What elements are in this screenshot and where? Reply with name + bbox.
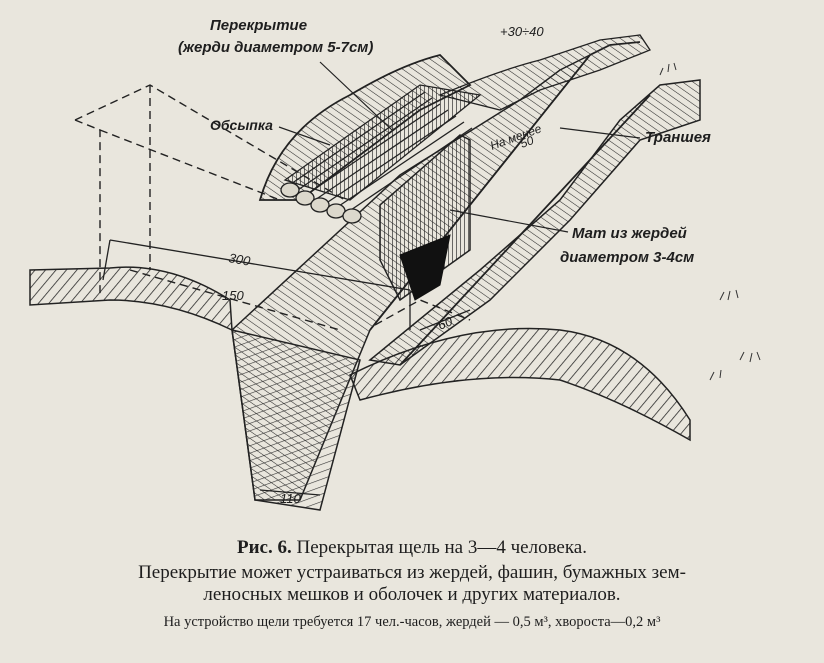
label-length: 300 (227, 250, 252, 269)
label-left-width: 150 (222, 288, 244, 303)
roof-logs (280, 84, 482, 224)
caption-title: Рис. 6. Перекрытая щель на 3—4 человека. (0, 537, 824, 559)
caption-line-2b: леносных мешков и оболочек и других мате… (203, 584, 621, 605)
grass-tufts (659, 62, 761, 381)
leader-lines (278, 61, 641, 233)
figure-number: Рис. 6. (237, 537, 292, 558)
mat-shadow (399, 234, 451, 301)
label-top-range: +30÷40 (500, 24, 544, 39)
label-roof-line1: Перекрытие (210, 17, 307, 34)
label-width: 60 (436, 313, 456, 333)
caption-requirements: На устройство щели требуется 17 чел.-час… (163, 614, 661, 630)
label-min-value: 50 (518, 133, 536, 151)
trench-diagram: Перекрытие (жерди диаметром 5-7см) Обсып… (29, 17, 761, 511)
dashed-outline (74, 84, 471, 331)
trench-right-bank (368, 79, 701, 366)
figure-title: Перекрытая щель на 3—4 человека. (296, 537, 588, 558)
trench-cross-section (231, 329, 361, 511)
label-mat-line2: диаметром 3-4см (560, 249, 694, 266)
label-roof-line2: (жерди диаметром 5-7см) (178, 39, 373, 56)
label-trench: Траншея (645, 129, 711, 146)
ground-section-right (349, 327, 691, 442)
caption-description: Перекрытие может устраиваться из жердей,… (0, 562, 824, 606)
caption-line-2a: Перекрытие может устраиваться из жердей,… (138, 562, 686, 583)
label-depth: 110 (280, 491, 301, 506)
dimension-lines (102, 239, 471, 496)
ground-section-left (29, 266, 233, 332)
label-fill: Обсыпка (210, 117, 273, 133)
label-mat-line1: Мат из жердей (572, 225, 687, 242)
